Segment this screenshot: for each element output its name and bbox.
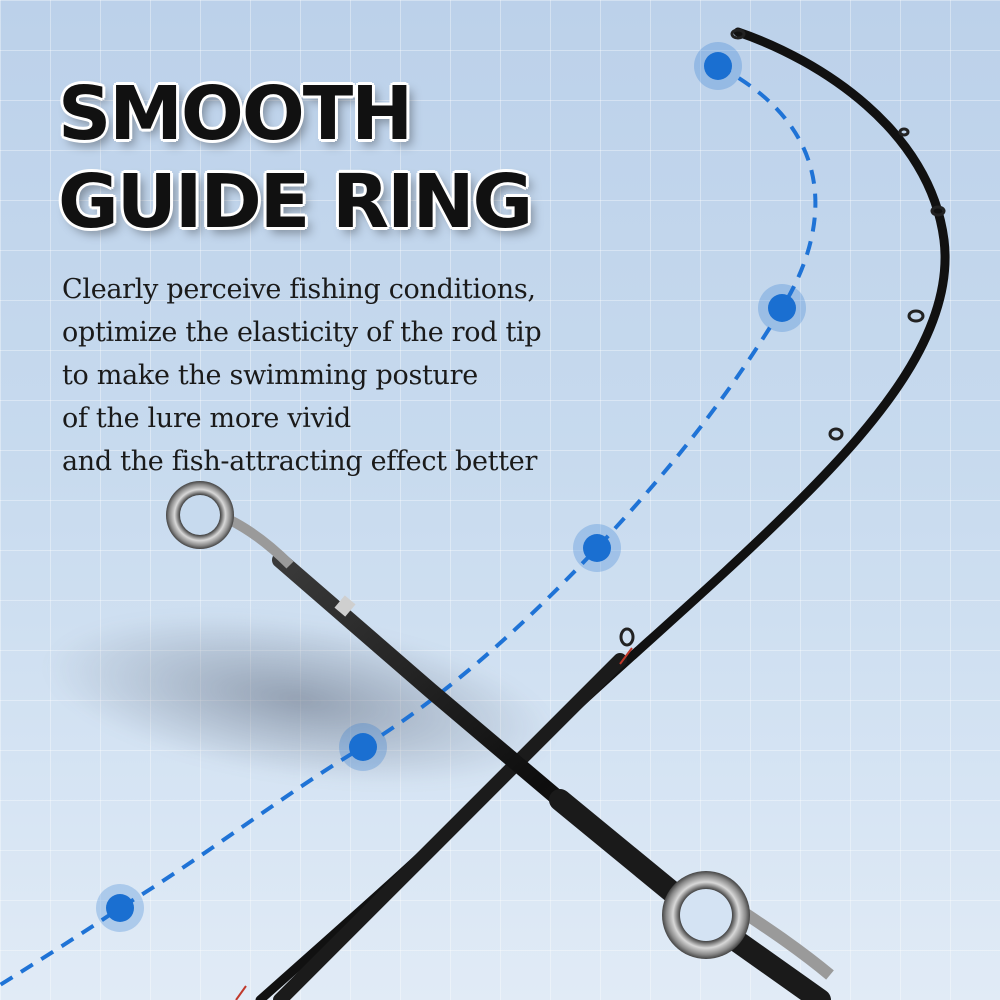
headline-line-2: GUIDE RING [58, 159, 533, 245]
description-line: Clearly perceive fishing conditions, [62, 274, 536, 305]
headline-line-1: SMOOTH [58, 71, 413, 157]
description-line: optimize the elasticity of the rod tip [62, 317, 542, 348]
marker-dot-icon [694, 42, 742, 90]
description-line: of the lure more vivid [62, 403, 351, 434]
guide-ring-icon [662, 871, 834, 980]
description-line: and the fish-attracting effect better [62, 446, 538, 477]
marker-dot-icon [573, 524, 621, 572]
description-line: to make the swimming posture [62, 360, 478, 391]
description: Clearly perceive fishing conditions, opt… [62, 268, 542, 483]
marker-dot-icon [96, 884, 144, 932]
guide-ring-icon [166, 481, 294, 569]
headline: SMOOTH GUIDE RING [58, 70, 533, 246]
marker-dot-icon [339, 723, 387, 771]
small-guide-rings [619, 28, 946, 647]
marker-dot-icon [758, 284, 806, 332]
